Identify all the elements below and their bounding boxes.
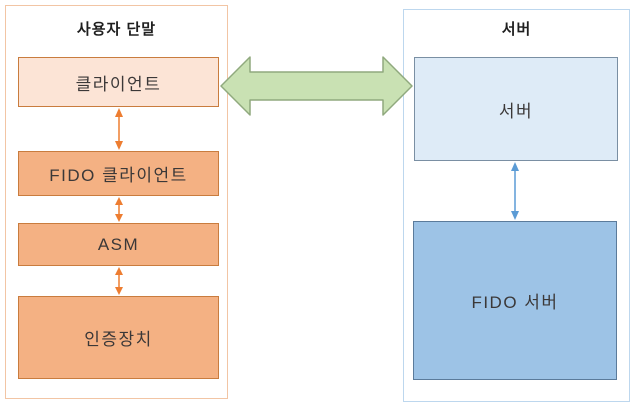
asm-box: ASM: [18, 223, 219, 266]
server-panel-title: 서버: [501, 21, 532, 38]
double-arrow-icon-client-fidoclient: [115, 108, 123, 150]
fido-server-box: FIDO 서버: [413, 221, 617, 380]
fido-server-box-label: FIDO 서버: [471, 293, 559, 312]
double-arrow-icon-fidoclient-asm: [115, 197, 123, 222]
fido-client-box: FIDO 클라이언트: [18, 151, 219, 196]
fido-client-box-label: FIDO 클라이언트: [49, 166, 188, 185]
double-arrow-icon-server-fidoserver: [511, 162, 519, 220]
asm-box-label: ASM: [97, 234, 140, 254]
double-arrow-icon-client-server: [220, 56, 413, 116]
authenticator-box-label: 인증장치: [84, 330, 153, 349]
user-terminal-panel-title: 사용자 단말: [76, 21, 157, 38]
client-box-label: 클라이언트: [75, 74, 162, 94]
client-box: 클라이언트: [18, 57, 219, 107]
authenticator-box: 인증장치: [18, 296, 219, 379]
server-box: 서버: [414, 57, 618, 161]
server-box-label: 서버: [498, 101, 534, 121]
double-arrow-icon-asm-authenticator: [115, 267, 123, 295]
